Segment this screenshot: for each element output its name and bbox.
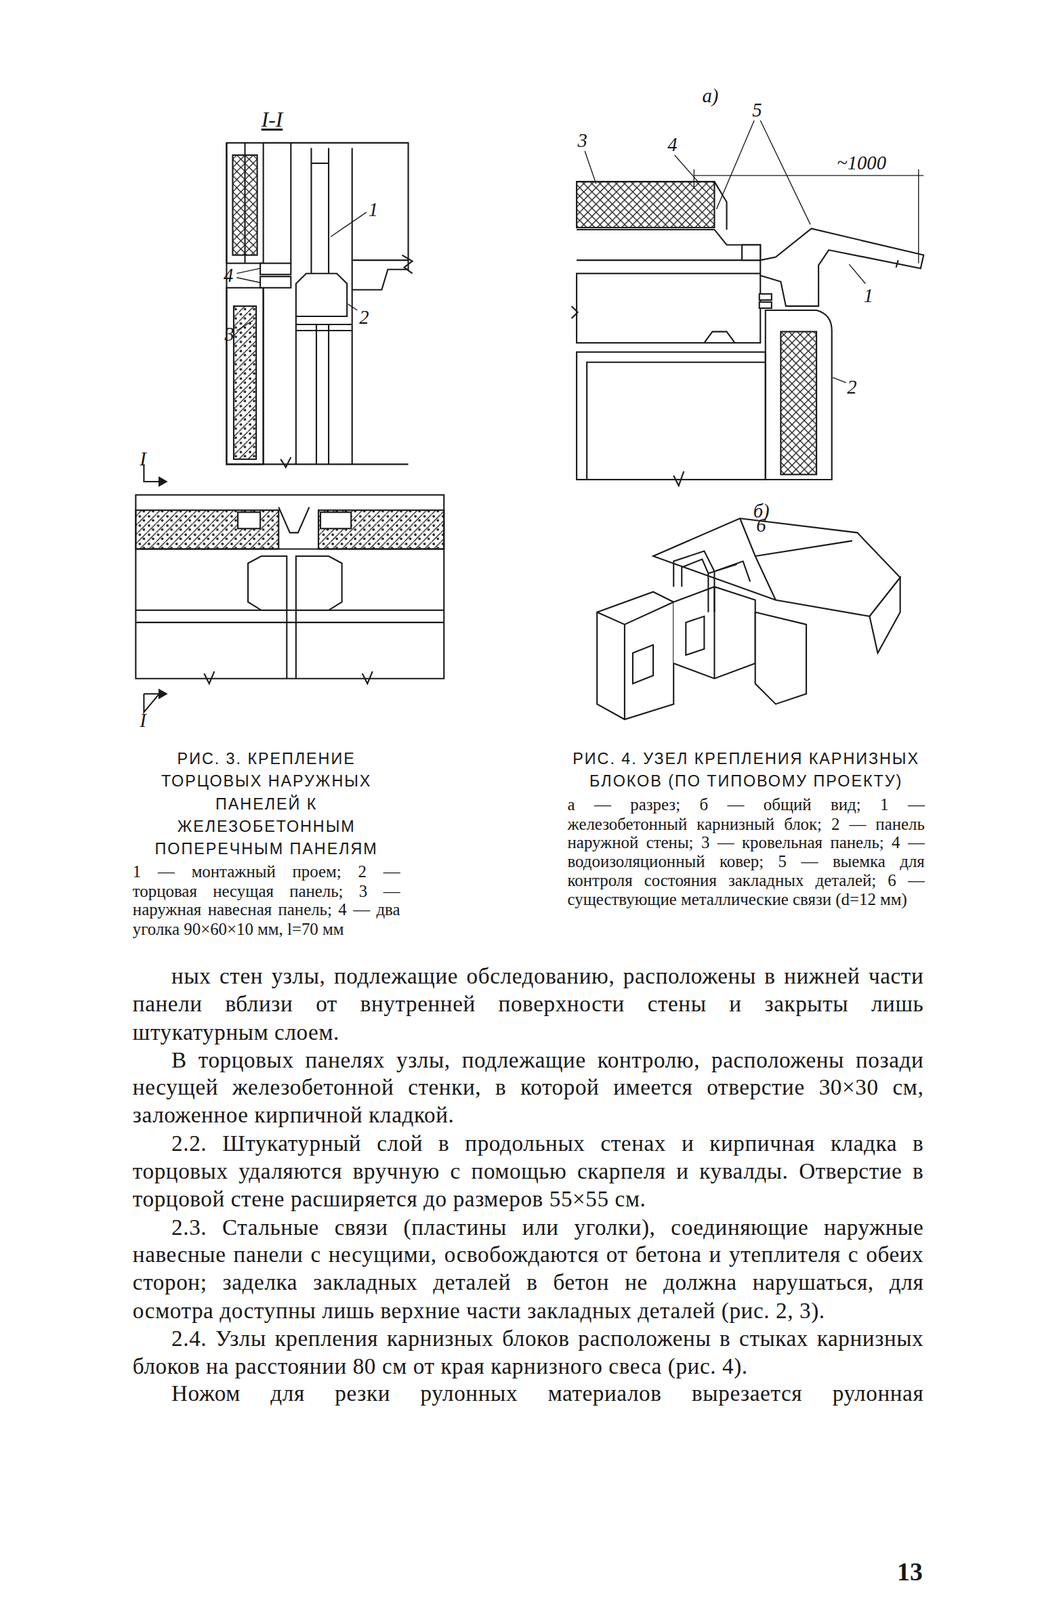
line-art: [296, 273, 347, 317]
cornice-isometric: [596, 518, 900, 720]
line-art: [203, 671, 373, 684]
line-art: [296, 556, 343, 611]
body-text: ных стен узлы, подлежащие обследованию, …: [132, 962, 924, 1409]
body-paragraph: 2.3. Стальные связи (пластины или уголки…: [132, 1213, 924, 1325]
line-art: [755, 612, 807, 705]
line-art: [159, 477, 167, 486]
line-art: [290, 142, 408, 261]
line-art: [584, 151, 597, 184]
callout-number: 2: [359, 306, 369, 328]
line-art: [135, 510, 279, 549]
section-mark: I: [139, 710, 147, 731]
line-art: [703, 331, 735, 344]
line-art: [296, 324, 353, 331]
line-art: [310, 147, 352, 274]
section-title: I-I: [261, 108, 284, 131]
callout-number: 3: [577, 130, 588, 152]
line-art: [896, 260, 899, 268]
line-art: [236, 320, 253, 331]
callout-number: 4: [223, 265, 234, 286]
body-paragraph: В торцовых панелях узлы, подлежащие конт…: [132, 1046, 924, 1130]
line-art: [143, 693, 160, 695]
line-art: [632, 645, 654, 684]
line-art: [759, 294, 772, 301]
line-art: [832, 377, 847, 383]
line-art: [260, 263, 291, 276]
line-art: [280, 457, 291, 468]
figure-part-label: а): [701, 86, 719, 107]
line-art: [693, 169, 924, 264]
line-art: [576, 181, 727, 230]
figure-caption: РИС. 4. УЗЕЛ КРЕПЛЕНИЯ КАРНИЗНЫХ БЛОКОВ …: [567, 747, 925, 793]
line-art: [674, 155, 699, 182]
line-art: [759, 302, 772, 309]
line-art: [226, 287, 263, 465]
callout-number: 6: [756, 515, 766, 536]
line-art: [278, 507, 309, 534]
line-art: [596, 602, 674, 720]
line-art: [262, 287, 265, 465]
line-art: [330, 212, 367, 237]
line-art: [135, 495, 444, 611]
line-art: [586, 362, 766, 480]
figure-caption-block: РИС. 4. УЗЕЛ КРЕПЛЕНИЯ КАРНИЗНЫХ БЛОКОВ …: [567, 747, 925, 910]
callout-number: 2: [846, 377, 857, 398]
line-art: [352, 260, 409, 290]
line-art: [296, 289, 353, 465]
line-art: [576, 229, 761, 261]
line-art: [237, 512, 261, 529]
page-number: 13: [897, 1559, 923, 1587]
line-art: [685, 616, 704, 656]
line-art: [741, 245, 761, 261]
callout-number: 1: [368, 199, 379, 221]
body-paragraph: ных стен узлы, подлежащие обследованию, …: [132, 962, 924, 1047]
line-art: [260, 276, 291, 288]
body-paragraph: Ножом для резки рулонных материалов выре…: [132, 1380, 924, 1408]
callout-number: 5: [752, 100, 762, 121]
line-art: [780, 331, 817, 475]
line-art: [159, 689, 167, 698]
line-art: [348, 304, 358, 311]
line-art: [848, 264, 866, 284]
line-art: [760, 228, 924, 306]
line-art: [869, 577, 900, 654]
line-art: [571, 306, 578, 319]
line-art: [576, 352, 766, 480]
section-mark: I: [139, 449, 147, 470]
callout-number: 4: [667, 134, 677, 156]
line-art: [596, 592, 674, 720]
line-art: [236, 268, 261, 283]
line-art: [673, 471, 684, 486]
line-art: [143, 693, 160, 713]
plan-drawing: [135, 495, 444, 685]
section-drawing: [143, 142, 412, 713]
figure-legend: а — разрез; б — общий вид; 1 — железобет…: [567, 796, 925, 910]
line-art: [135, 548, 444, 550]
line-art: [247, 556, 287, 611]
line-art: [576, 273, 761, 343]
line-art: [245, 142, 292, 264]
line-art: [765, 310, 832, 480]
figure-caption-block: РИС. 3. КРЕПЛЕНИЕ ТОРЦОВЫХ НАРУЖНЫХ ПАНЕ…: [132, 747, 401, 940]
line-art: [716, 120, 811, 225]
line-art: [286, 610, 297, 679]
line-art: [233, 306, 257, 460]
callout-number: 1: [863, 285, 873, 307]
figure-caption: РИС. 3. КРЕПЛЕНИЕ ТОРЦОВЫХ НАРУЖНЫХ ПАНЕ…: [132, 747, 401, 861]
line-art: [320, 512, 351, 529]
cornice-section: [571, 120, 925, 486]
callout-number: 3: [224, 324, 234, 345]
line-art: [318, 510, 444, 549]
line-art: [226, 142, 408, 465]
figure-legend: 1 — монтажный проем; 2 — торцовая несуща…: [132, 863, 401, 939]
body-paragraph: 2.4. Узлы крепления карнизных блоков рас…: [132, 1324, 924, 1381]
dimension-label: ~1000: [836, 153, 887, 174]
line-art: [673, 550, 715, 612]
line-art: [708, 561, 751, 582]
line-art: [402, 255, 413, 274]
line-art: [135, 610, 444, 679]
body-paragraph: 2.2. Штукатурный слой в продольных стена…: [132, 1129, 924, 1213]
line-art: [310, 162, 329, 164]
